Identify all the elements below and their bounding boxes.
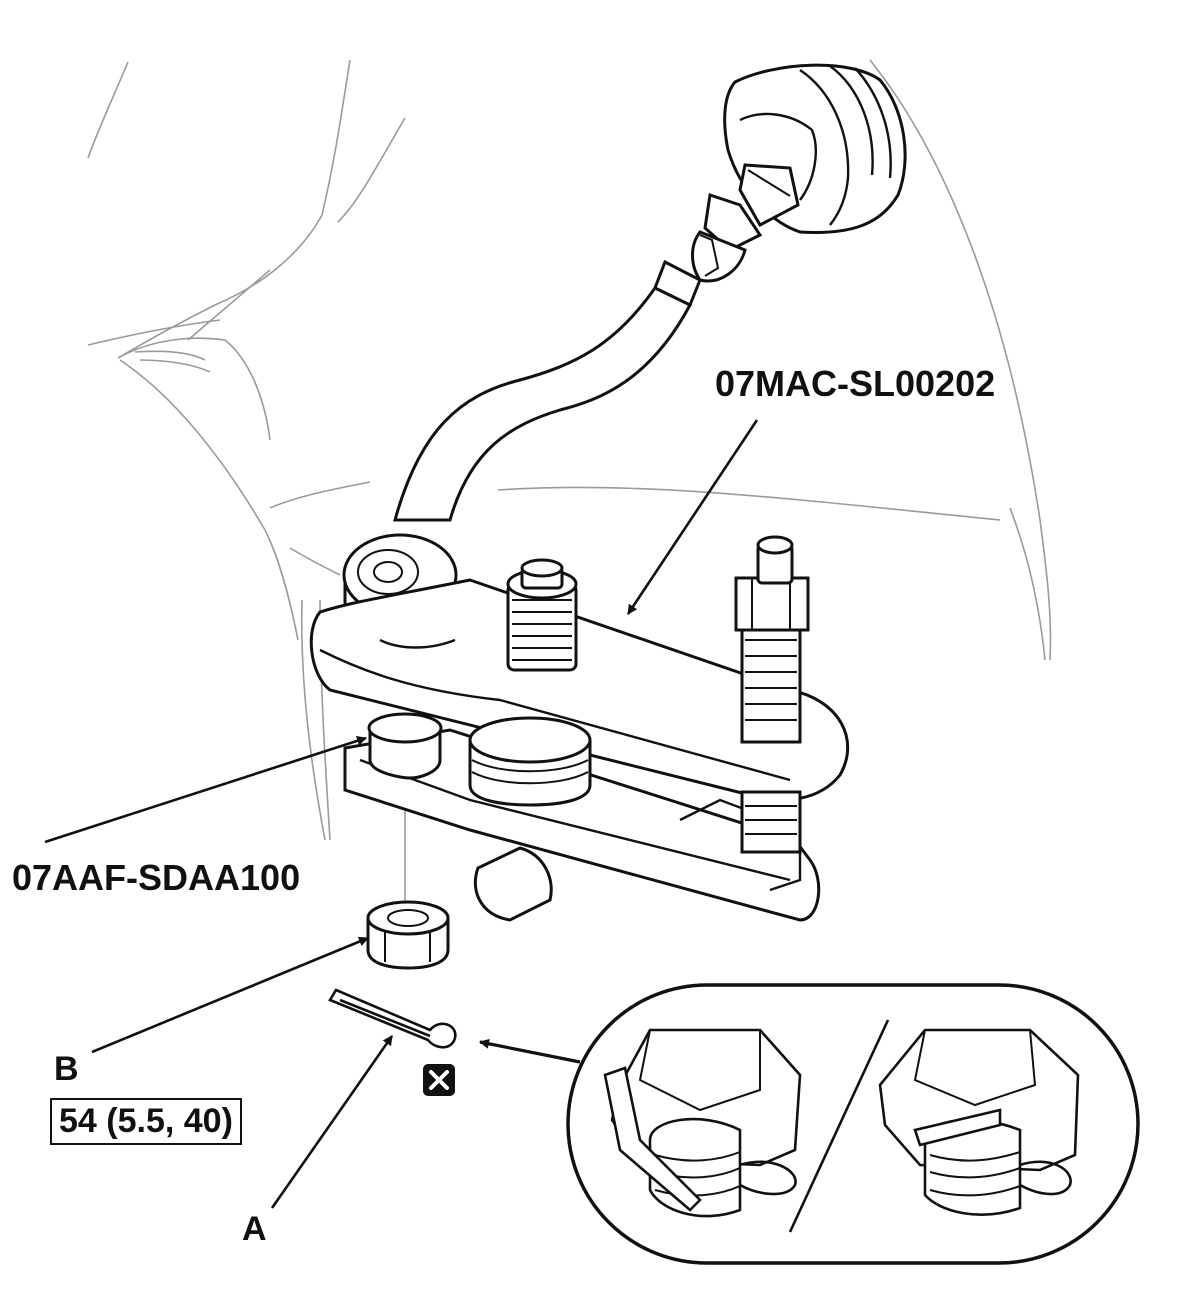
leader-arrows (44, 419, 759, 1209)
tool-label-07mac: 07MAC-SL00202 (715, 363, 996, 404)
leader-inset (479, 1038, 581, 1064)
x-box-icon (423, 1064, 455, 1096)
part-label-b: B (54, 1050, 79, 1088)
cotter-pin-a (328, 988, 457, 1049)
leader-nut-b (91, 936, 369, 1054)
torque-spec-box: 54 (5.5, 40) (50, 1098, 242, 1145)
leader-pin-a (270, 1035, 394, 1209)
inset-detail (566, 983, 1140, 1265)
leader-tool-upper (626, 419, 759, 615)
tool-label-07aaf: 07AAF-SDAA100 (12, 857, 301, 898)
part-label-a: A (242, 1210, 267, 1248)
castle-nut-b (366, 900, 450, 970)
tie-rod (393, 63, 907, 522)
leader-tool-lower (44, 736, 367, 844)
puller-tool (309, 535, 850, 922)
background-body-lines (87, 59, 1052, 902)
